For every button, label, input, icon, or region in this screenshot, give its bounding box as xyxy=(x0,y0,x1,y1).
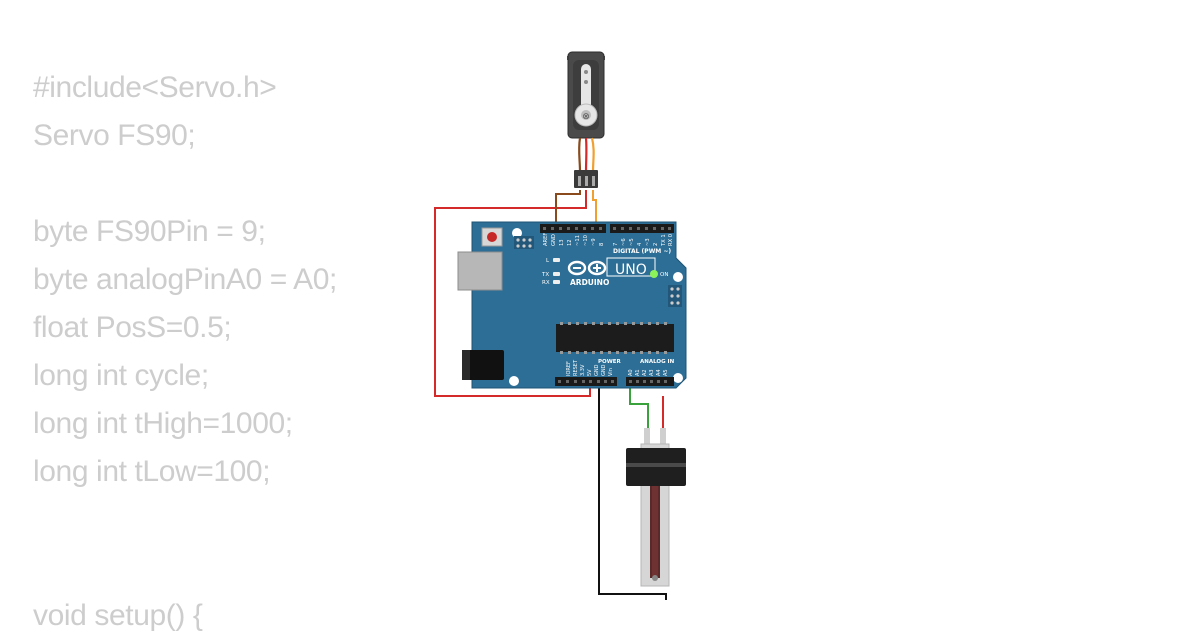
pin-label: RESET xyxy=(573,359,579,376)
pin-label: ~5 xyxy=(629,238,635,246)
microcontroller-chip xyxy=(556,322,674,354)
code-line xyxy=(33,160,423,208)
code-line: long int tLow=100; xyxy=(33,455,271,488)
arduino-uno-board[interactable]: AREF GND 13 12 ~11 ~10 ~9 8 7 ~6 ~5 4 ~3… xyxy=(457,221,687,389)
led-tx xyxy=(553,272,560,276)
pin-label: GND xyxy=(601,364,607,376)
icsp-header xyxy=(514,236,534,249)
pin-label: ~10 xyxy=(583,235,589,246)
led-rx xyxy=(553,280,560,284)
pin-label: A0 xyxy=(628,369,634,376)
wire-servo-ground[interactable] xyxy=(555,190,581,230)
digital-header-left xyxy=(540,224,606,233)
pin-label: 12 xyxy=(567,239,573,246)
power-led xyxy=(650,270,658,278)
pin-label: 5V xyxy=(587,369,593,376)
digital-header-right xyxy=(610,224,674,233)
code-line: #include<Servo.h> xyxy=(33,71,277,104)
circuit-diagram[interactable]: ⊗ xyxy=(420,40,720,620)
pin-label: AREF xyxy=(543,233,549,246)
pin-label: A2 xyxy=(642,369,648,376)
code-line: byte analogPinA0 = A0; xyxy=(33,263,337,296)
code-line: long int tHigh=1000; xyxy=(33,407,293,440)
pin-label: 3.3V xyxy=(580,364,586,376)
power-header-label: POWER xyxy=(598,359,622,365)
pin-label: RX 0 xyxy=(668,234,674,246)
digital-header-label: DIGITAL (PWM ~) xyxy=(613,248,671,255)
arduino-logo-icon xyxy=(567,260,607,276)
code-line xyxy=(33,544,423,592)
pin-label: A1 xyxy=(635,369,641,376)
power-led-label: ON xyxy=(660,272,668,278)
pin-label: 7 xyxy=(613,243,619,246)
wire-slider-ground[interactable] xyxy=(598,384,667,600)
pin-label: A4 xyxy=(656,369,662,376)
pin-label: ~6 xyxy=(621,238,627,246)
pin-label: 13 xyxy=(559,239,565,246)
pin-label: ~11 xyxy=(575,235,581,246)
brand-label: ARDUINO xyxy=(570,278,609,287)
wire-servo-signal[interactable] xyxy=(592,190,597,230)
code-line: Servo FS90; xyxy=(33,119,196,152)
code-line: long int cycle; xyxy=(33,359,209,392)
slide-potentiometer-icon[interactable] xyxy=(626,428,686,587)
code-line: byte FS90Pin = 9; xyxy=(33,215,266,248)
analog-header-label: ANALOG IN xyxy=(640,359,675,365)
pin-label: Vin xyxy=(608,368,614,376)
pin-label: GND xyxy=(551,234,557,246)
pin-label: A3 xyxy=(649,369,655,376)
wire-servo-power[interactable] xyxy=(434,190,591,397)
svg-text:⊗: ⊗ xyxy=(582,112,590,122)
pin-label: TX 1 xyxy=(661,234,667,247)
code-editor-panel: #include<Servo.h> Servo FS90; byte FS90P… xyxy=(33,64,423,640)
pin-label: IOREF xyxy=(566,361,572,376)
wire-analog-a0[interactable] xyxy=(629,384,649,430)
code-line: void setup() { xyxy=(33,599,203,632)
usb-port xyxy=(457,251,503,291)
wires xyxy=(434,190,667,600)
led-l xyxy=(553,258,560,262)
led-l-label: L xyxy=(546,258,550,264)
pin-label: ~9 xyxy=(591,238,597,246)
pin-label: 4 xyxy=(637,242,643,246)
pin-label: GND xyxy=(594,364,600,376)
pin-label: 8 xyxy=(599,243,605,246)
code-line: float PosS=0.5; xyxy=(33,311,232,344)
power-jack xyxy=(462,350,504,380)
pin-label: A5 xyxy=(663,369,669,376)
power-header xyxy=(555,377,617,386)
code-line xyxy=(33,496,423,544)
pin-label: ~3 xyxy=(645,238,651,246)
model-label: UNO xyxy=(615,262,647,278)
servo-motor-icon[interactable]: ⊗ xyxy=(567,51,605,188)
icsp-header-right xyxy=(668,285,682,307)
led-tx-label: TX xyxy=(541,272,549,278)
pin-label: 2 xyxy=(653,243,659,246)
led-rx-label: RX xyxy=(542,280,550,286)
